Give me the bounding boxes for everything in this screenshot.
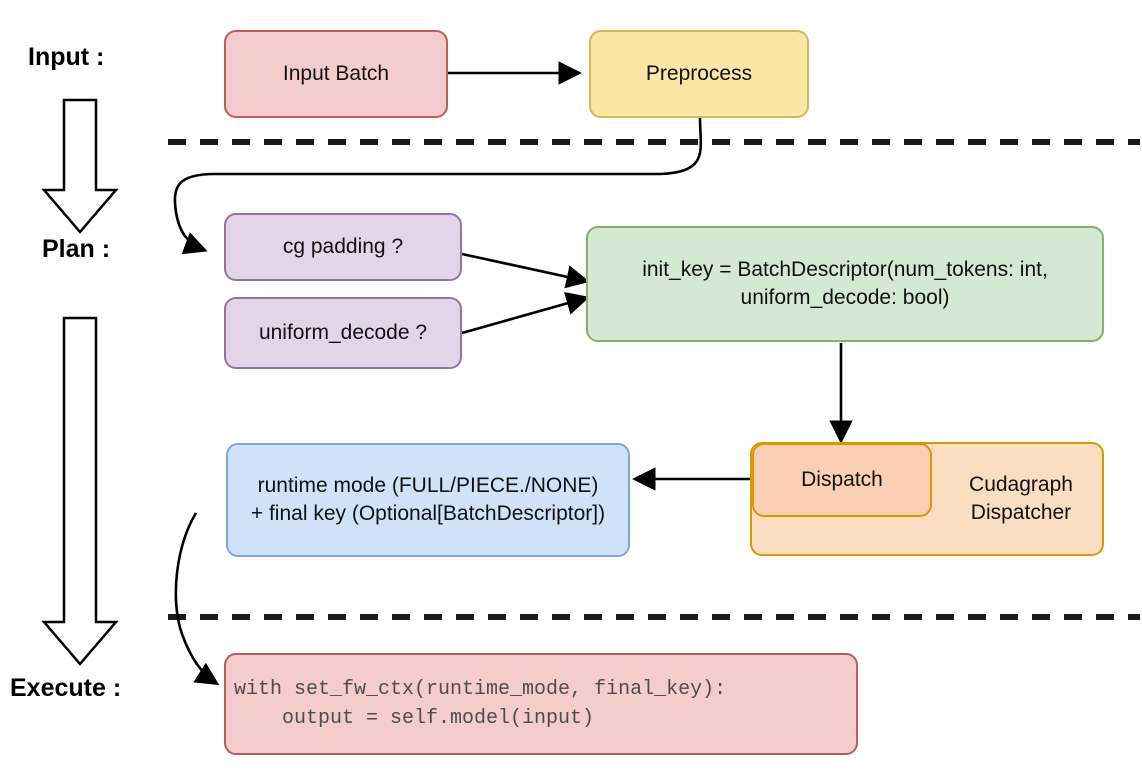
node-runtime-mode-line2: + final key (Optional[BatchDescriptor]) [250, 502, 606, 525]
node-init-key-line2: uniform_decode: bool) [740, 286, 950, 309]
node-init-key[interactable]: init_key = BatchDescriptor(num_tokens: i… [586, 226, 1104, 342]
node-cg-padding-label: cg padding ? [282, 235, 404, 259]
stage-label-execute: Execute : [10, 674, 122, 702]
node-cudagraph-dispatcher-line1: Cudagraph [969, 473, 1073, 497]
node-dispatch-label: Dispatch [801, 468, 883, 492]
node-execute-code[interactable]: with set_fw_ctx(runtime_mode, final_key)… [224, 653, 858, 755]
node-runtime-mode-line1: runtime mode (FULL/PIECE./NONE) [257, 474, 599, 498]
edge-runtimemode-to-execute [174, 512, 220, 686]
node-input-batch-label: Input Batch [282, 62, 390, 86]
flow-arrow-plan-to-execute [41, 316, 119, 666]
node-preprocess-label: Preprocess [645, 62, 753, 86]
node-uniform-decode[interactable]: uniform_decode ? [224, 297, 462, 369]
stage-label-input: Input : [28, 43, 105, 71]
flow-arrow-input-to-plan [41, 98, 119, 234]
stage-label-plan: Plan : [42, 235, 111, 263]
node-execute-code-line1: with set_fw_ctx(runtime_mode, final_key)… [234, 678, 727, 701]
node-cudagraph-dispatcher-line2: Dispatcher [970, 501, 1072, 524]
node-input-batch[interactable]: Input Batch [224, 30, 448, 118]
edge-uniformdecode-to-initkey [461, 292, 590, 335]
node-execute-code-line2: output = self.model(input) [234, 707, 595, 730]
node-runtime-mode[interactable]: runtime mode (FULL/PIECE./NONE) + final … [226, 443, 630, 557]
edge-cgpad-to-initkey [461, 252, 590, 289]
node-dispatch[interactable]: Dispatch [752, 443, 932, 517]
node-uniform-decode-label: uniform_decode ? [258, 321, 428, 345]
node-init-key-line1: init_key = BatchDescriptor(num_tokens: i… [642, 258, 1048, 282]
node-cg-padding[interactable]: cg padding ? [224, 213, 462, 281]
node-preprocess[interactable]: Preprocess [589, 30, 809, 118]
